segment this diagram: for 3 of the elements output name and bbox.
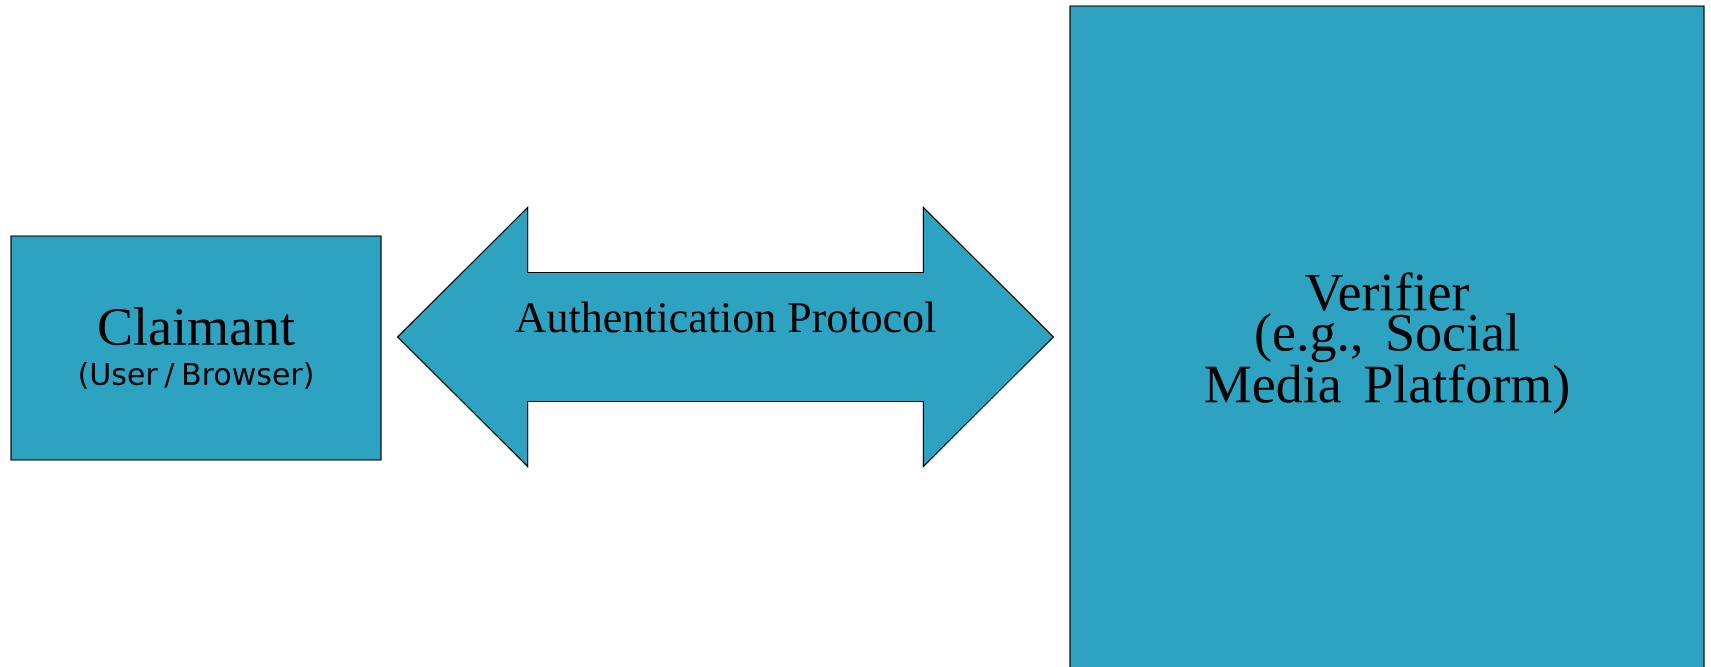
claimant-box: Claimant (User / Browser) <box>10 235 382 461</box>
edge-label: Authentication Protocol <box>515 301 936 333</box>
verifier-box: Verifier (e.g., Social Media Platform) <box>1069 5 1705 667</box>
